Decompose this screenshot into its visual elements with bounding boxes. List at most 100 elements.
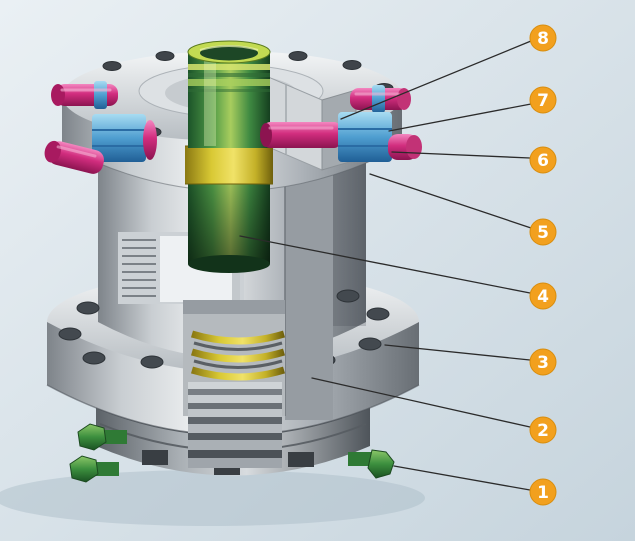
groove-band (188, 433, 282, 440)
callout-circle (529, 218, 557, 246)
groove-band (188, 440, 282, 450)
callout-3: 3 (529, 348, 557, 376)
groove-band (188, 395, 282, 403)
callout-5: 5 (529, 218, 557, 246)
stud-cap (397, 88, 411, 110)
groove-band (188, 403, 282, 409)
mandrel-top-bore (200, 45, 258, 61)
leader-line-6 (391, 151, 531, 159)
section-plane (285, 150, 333, 420)
leader-line-7 (388, 103, 532, 132)
bolt-head-left-upper (77, 423, 107, 451)
groove-band (188, 450, 282, 458)
flange-center-cut (183, 300, 286, 468)
seal-groove (193, 341, 283, 351)
seal-ring (190, 366, 286, 381)
bolt-shaft (103, 430, 127, 444)
callout-number: 4 (537, 287, 549, 307)
mandrel-yellow-band (185, 146, 273, 184)
highlight (204, 56, 216, 146)
bolt-hole (366, 307, 390, 321)
castellation-notch (142, 450, 168, 465)
leader-line-8 (340, 40, 532, 120)
callout-7: 7 (529, 86, 557, 114)
callout-circle (529, 86, 557, 114)
bolt-hole (288, 51, 308, 61)
gland-nut-left (92, 114, 146, 162)
ground-shadow (0, 470, 425, 526)
stud-cap (51, 84, 65, 106)
callout-6: 6 (529, 146, 557, 174)
seal-groove (193, 359, 283, 369)
callout-1: 1 (529, 478, 557, 506)
groove-band (188, 458, 282, 468)
bolt-hole (342, 60, 362, 70)
ring-band (188, 64, 270, 70)
bolt-hole (140, 355, 164, 369)
bolt-hole (76, 301, 100, 315)
ring-band (188, 73, 270, 77)
washer-ring (143, 120, 157, 160)
callout-circle (529, 282, 557, 310)
casing-mandrel (185, 40, 273, 273)
leader-line-3 (384, 344, 531, 361)
ring-band (188, 79, 270, 86)
seal-ring (190, 348, 286, 363)
lock-screw-assembly-right (260, 85, 422, 162)
callout-4: 4 (529, 282, 557, 310)
bolt-head-left-lower (69, 455, 99, 483)
leader-line-5 (369, 173, 532, 229)
callout-circle (529, 24, 557, 52)
hex-facet-lines (338, 128, 392, 147)
gland-nut-right (338, 112, 392, 162)
callout-circle (529, 478, 557, 506)
bolt-head-right (367, 449, 395, 479)
bolt-hole (58, 327, 82, 341)
callout-circle (529, 416, 557, 444)
lock-screw-pin-right (264, 122, 340, 148)
shading (188, 170, 270, 264)
leader-line-1 (393, 465, 531, 491)
callout-number: 6 (537, 151, 549, 171)
bolt-hole (102, 61, 122, 71)
mandrel-bottom-edge (188, 255, 270, 273)
bolt-hole (336, 289, 360, 303)
callout-circle (529, 146, 557, 174)
section-face-right (284, 150, 333, 420)
stud-band (94, 81, 107, 109)
thread-lines (122, 239, 156, 297)
groove-band (188, 389, 282, 395)
leader-lines (239, 40, 532, 491)
tip-cap (406, 135, 422, 159)
groove-band (188, 382, 282, 389)
cut-shadow (183, 300, 285, 314)
callout-2: 2 (529, 416, 557, 444)
callout-number: 7 (537, 91, 549, 111)
callout-number: 2 (537, 421, 549, 441)
lock-screw-assembly-left (44, 81, 157, 174)
callout-number: 3 (537, 353, 549, 373)
bolt-hole (155, 51, 175, 61)
highlight (199, 45, 259, 51)
bolt-shaft (348, 452, 374, 466)
stud-band (372, 85, 385, 113)
ring-band (188, 89, 270, 92)
callout-8: 8 (529, 24, 557, 52)
callout-number: 8 (537, 29, 549, 49)
leader-line-2 (311, 377, 531, 428)
callout-circle (529, 348, 557, 376)
highlight (56, 145, 97, 158)
bolt-shaft (95, 462, 119, 476)
stud-bolt-left-upper (56, 84, 118, 106)
callout-number: 1 (537, 483, 549, 503)
hex-facet-lines (92, 129, 146, 147)
callouts: 8 7 6 5 4 3 2 1 (529, 24, 557, 506)
bolt-hole (358, 337, 382, 351)
bottom-bolts (69, 423, 395, 483)
leader-line-4 (239, 235, 531, 294)
callout-number: 5 (537, 223, 549, 243)
seal-ring (190, 330, 286, 345)
castellation-notch (288, 452, 314, 467)
bolt-hole (82, 351, 106, 365)
